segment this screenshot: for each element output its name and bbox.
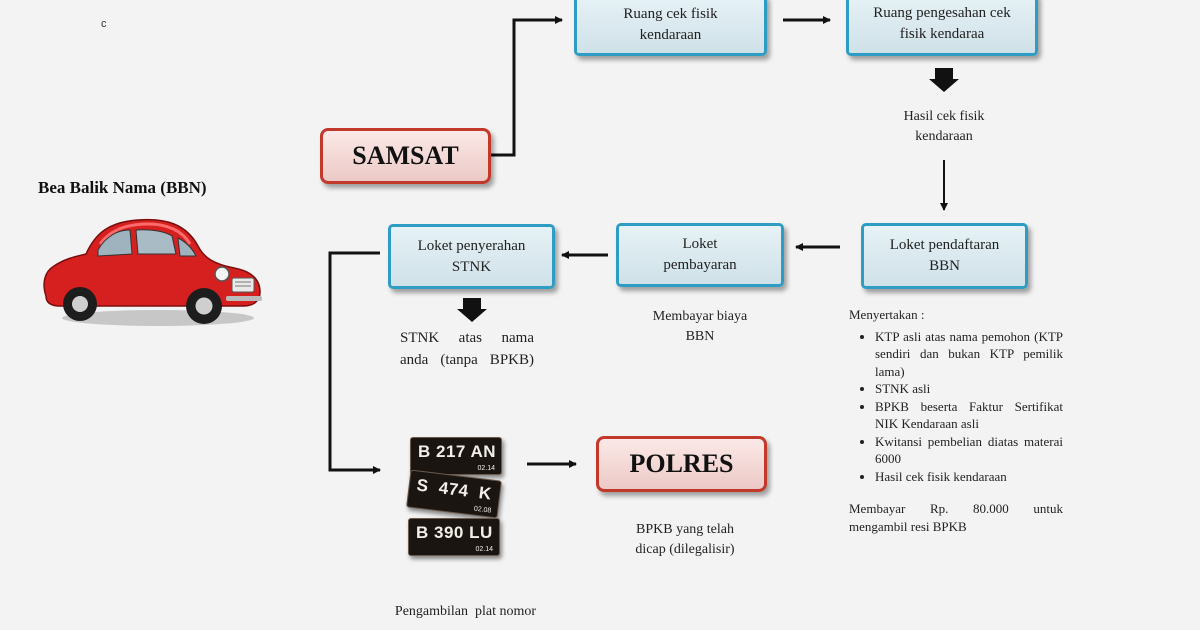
requirement-item: KTP asli atas nama pemohon (KTP sendiri … <box>875 328 1063 381</box>
requirement-item: STNK asli <box>875 380 1063 398</box>
requirement-item: BPKB beserta Faktur Sertifikat NIK Kenda… <box>875 398 1063 433</box>
loket-penyerahan-line-1: Loket penyerahan <box>417 237 526 254</box>
plate-3-date: 02.14 <box>475 546 493 553</box>
stnk-line-1: STNK atas nama <box>400 330 534 346</box>
ruang-pengesahan-line-1: Ruang pengesahan cek <box>873 5 1011 21</box>
arrow-penyerahan-to-plat <box>328 251 381 474</box>
stnk-line-2: anda (tanpa BPKB) <box>400 352 534 368</box>
samsat-label: SAMSAT <box>352 141 459 170</box>
loket-pembayaran-box: Loket pembayaran <box>616 223 784 287</box>
plat-caption: Pengambilan plat nomor <box>372 582 552 622</box>
arrow-samsat-to-cek <box>491 16 563 157</box>
loket-penyerahan-line-2: STNK <box>451 258 492 275</box>
stnk-caption: STNK atas nama anda (tanpa BPKB) <box>400 327 534 371</box>
car-window-front <box>97 229 133 257</box>
ruang-pengesahan-line-2: fisik kendaraa <box>899 26 985 42</box>
loket-pembayaran-line-2: pembayaran <box>663 257 737 273</box>
plate-3-number: B 390 LU <box>416 523 493 542</box>
car-illustration <box>43 218 262 326</box>
requirement-item: Kwitansi pembelian diatas materai 6000 <box>875 433 1063 468</box>
car-window-rear <box>177 237 197 257</box>
ruang-cek-line-2: kendaraan <box>639 27 702 43</box>
polres-box: POLRES <box>596 436 767 492</box>
ruang-cek-line-1: Ruang cek fisik <box>623 6 718 22</box>
car-bumper <box>226 296 262 301</box>
membayar-line-1: Membayar biaya <box>652 309 748 324</box>
membayar-biaya-caption: Membayar biaya BBN <box>640 307 760 347</box>
car-roof-highlight <box>98 222 192 245</box>
loket-pembayaran-line-1: Loket <box>682 236 718 252</box>
car-body <box>43 218 261 307</box>
license-plate-3: B 390 LU 02.14 <box>408 518 500 556</box>
membayar-line-2: BBN <box>685 329 715 344</box>
ruang-pengesahan-box: Ruang pengesahan cek fisik kendaraa <box>846 0 1038 56</box>
plate-2-date: 02.08 <box>473 505 492 515</box>
payment-line-1: Membayar Rp. 80.000 untuk <box>849 501 1063 516</box>
hasil-cek-line-2: kendaraan <box>915 129 973 144</box>
block-arrow-down-penyerahan <box>457 298 487 322</box>
polres-label: POLRES <box>629 449 734 478</box>
bpkb-line-1: BPKB yang telah <box>636 522 734 537</box>
bpkb-caption: BPKB yang telah dicap (dilegalisir) <box>620 520 750 560</box>
hasil-cek-line-1: Hasil cek fisik <box>903 109 985 124</box>
payment-line-2: mengambil resi BPKB <box>849 518 967 534</box>
bpkb-line-2: dicap (dilegalisir) <box>635 542 735 557</box>
plate-1-date: 02.14 <box>477 465 495 472</box>
ruang-cek-fisik-box: Ruang cek fisik kendaraan <box>574 0 767 56</box>
plat-caption-text: Pengambilan plat nomor <box>394 604 537 619</box>
plate-2-number: S 474 K <box>415 475 493 504</box>
loket-pendaftaran-line-1: Loket pendaftaran <box>889 237 1000 253</box>
loket-pendaftaran-line-2: BBN <box>929 258 960 274</box>
car-window-mid <box>135 229 177 255</box>
car-headlight <box>214 266 230 282</box>
corner-mark: c <box>101 18 107 30</box>
requirements-list: KTP asli atas nama pemohon (KTP sendiri … <box>849 328 1063 486</box>
license-plate-1: B 217 AN 02.14 <box>410 437 502 475</box>
requirement-item: Hasil cek fisik kendaraan <box>875 468 1063 486</box>
diagram-title: Bea Balik Nama (BBN) <box>38 178 207 197</box>
plate-1-number: B 217 AN <box>418 442 497 461</box>
block-arrow-down-pengesahan <box>929 68 959 92</box>
requirements-block: Menyertakan : KTP asli atas nama pemohon… <box>849 306 1063 535</box>
hasil-cek-caption: Hasil cek fisik kendaraan <box>884 107 1004 147</box>
requirements-heading: Menyertakan : <box>849 307 925 322</box>
samsat-box: SAMSAT <box>320 128 491 184</box>
payment-note: Membayar Rp. 80.000 untuk mengambil resi… <box>849 500 1063 535</box>
